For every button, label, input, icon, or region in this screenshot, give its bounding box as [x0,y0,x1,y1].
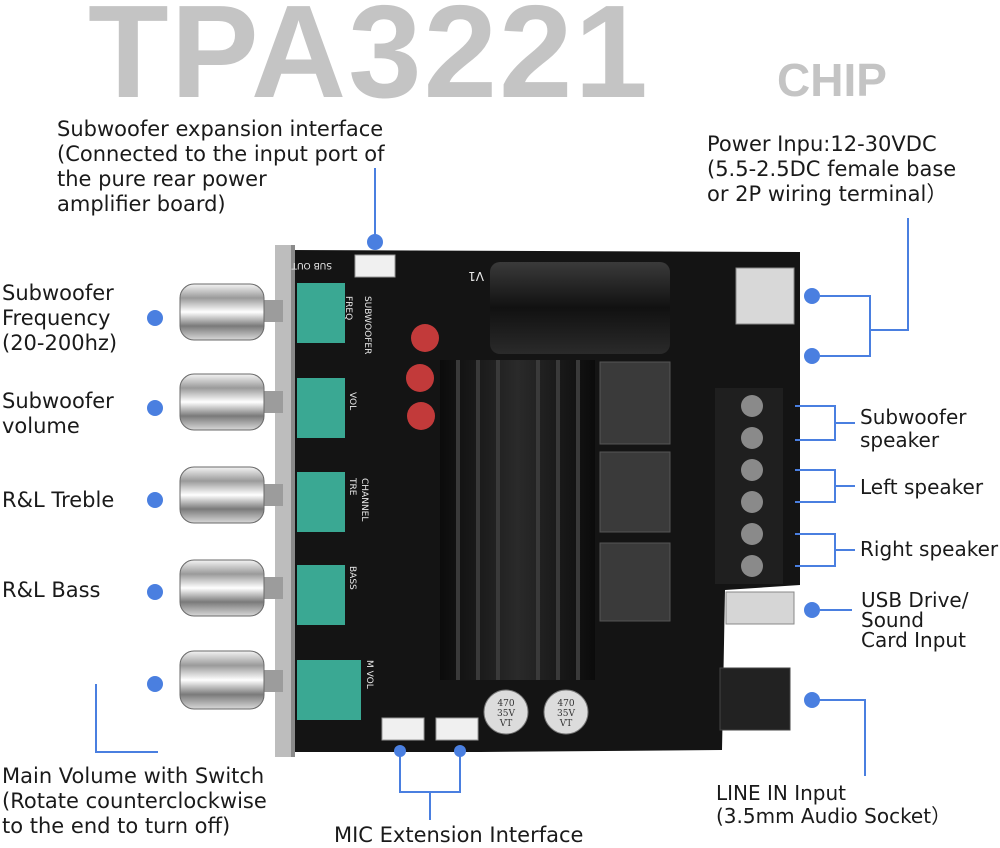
knob-main-volume [179,650,283,710]
knob-bass [179,559,283,617]
label-sub-volume: Subwoofer volume [2,389,114,438]
silk-subwoofer: SUBWOOFER [362,296,372,354]
chip-suffix: CHIP [777,54,887,106]
knob-treble [179,466,283,524]
label-rl-bass: R&L Bass [2,578,101,602]
label-right-speaker: Right speaker [860,537,999,561]
inductors [599,361,671,622]
mic-connector-left [381,717,425,741]
usb-port [725,591,795,625]
silk-v1: V1 [468,269,484,283]
silk-tre: TRE [347,477,357,496]
callout-lines [95,168,909,820]
label-line-in: LINE IN Input (3.5mm Audio Socket） [716,781,952,828]
label-power-input: Power Inpu:12-30VDC (5.5-2.5DC female ba… [707,132,957,206]
silk-m-vol: M VOL [364,660,374,689]
heatsink [440,360,595,680]
cap-left-series: VT [499,719,513,729]
knob-sub-frequency [179,283,283,341]
speaker-terminal-block [715,388,783,584]
cap-red [407,402,435,430]
knob-sub-volume [179,373,283,431]
cap-right-label: 470 [557,699,574,709]
cap-right-voltage: 35V [557,709,575,719]
silk-freq: FREQ [343,296,353,320]
mic-connector-right [435,717,479,741]
silk-vol: VOL [347,392,357,410]
cap-470-right [543,689,589,735]
silk-sub-out: SUB OUT [291,260,332,270]
sub-out-connector [354,254,396,278]
silk-channel: CHANNEL [359,478,369,521]
label-left-speaker: Left speaker [860,475,984,499]
front-panel [275,245,295,757]
bulk-capacitor [490,262,670,354]
label-main-volume: Main Volume with Switch (Rotate counterc… [2,764,267,838]
label-sub-speaker: Subwoofer speaker [860,405,967,452]
cap-470-left [483,689,529,735]
potentiometers [297,283,361,720]
cap-left-label: 470 [497,699,514,709]
cap-red [411,324,439,352]
label-rl-treble: R&L Treble [2,488,115,512]
label-mic-extension: MIC Extension Interface [334,823,584,847]
cap-red [406,364,434,392]
callout-dots [147,234,820,757]
audio-jack [719,667,791,731]
label-sub-expansion: Subwoofer expansion interface (Connected… [57,117,385,216]
product-title: TPA3221 [88,0,650,125]
cap-right-series: VT [559,719,573,729]
label-sub-frequency: Subwoofer Frequency (20-200hz) [2,281,118,355]
dc-jack [735,267,795,325]
silk-bass: BASS [347,566,357,590]
label-usb-input: USB Drive/ Sound Card Input [861,588,969,652]
cap-left-voltage: 35V [497,709,515,719]
